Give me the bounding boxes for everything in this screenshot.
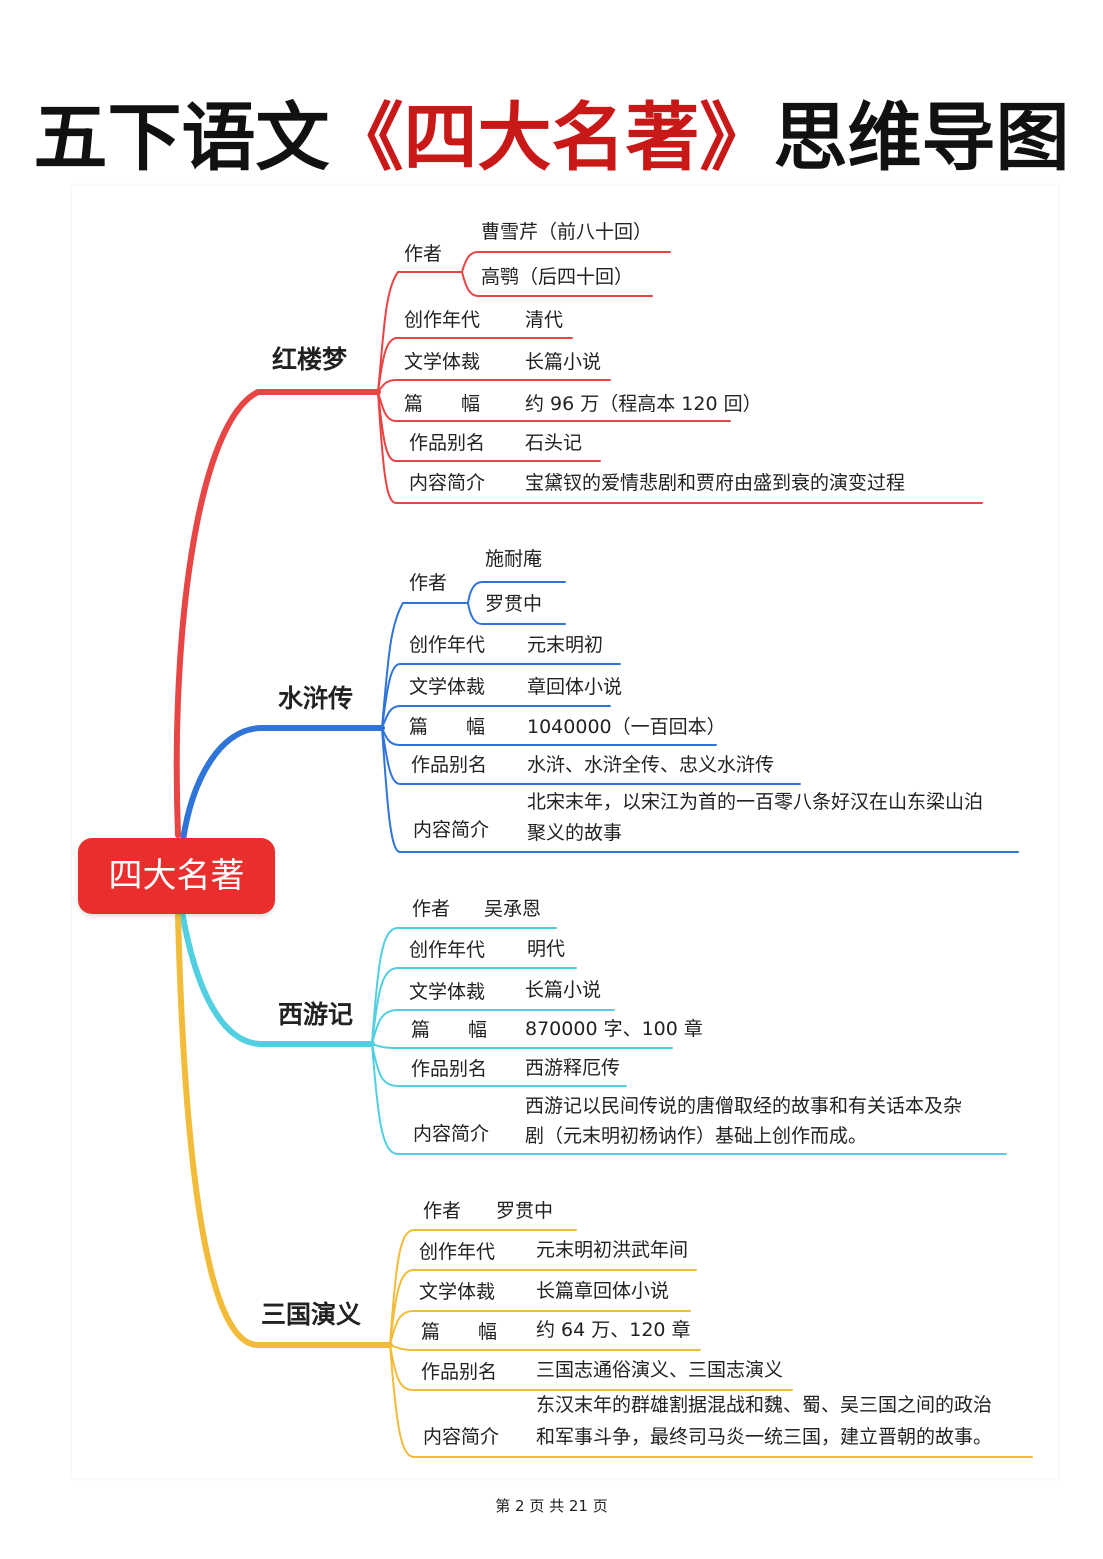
row-value-line: 和军事斗争，最终司马炎一统三国，建立晋朝的故事。 (536, 1426, 993, 1448)
connector-row (371, 1043, 673, 1049)
connector-row (377, 391, 983, 504)
row-label: 篇 幅 (411, 1019, 488, 1041)
connector-row (371, 1009, 615, 1045)
row-value: 870000 字、100 章 (525, 1018, 703, 1040)
title-prefix: 五下语文 (33, 95, 330, 181)
connector-row (381, 663, 621, 729)
branch-lines-sanguo (175, 912, 1033, 1458)
branch-lines-xiyouji (179, 909, 1007, 1155)
row-value: 宝黛钗的爱情悲剧和贾府由盛到衰的演变过程 (525, 472, 906, 494)
row-label: 文学体裁 (404, 351, 481, 373)
author-name: 罗贯中 (485, 593, 543, 615)
row-value-line: 聚义的故事 (527, 822, 623, 844)
connector-row (371, 1043, 627, 1087)
row-label: 作品别名 (411, 754, 488, 776)
row-label: 文学体裁 (419, 1281, 496, 1303)
row-value: 西游释厄传 (525, 1057, 621, 1079)
row-value: 元末明初 (527, 634, 604, 656)
row-value: 约 96 万（程高本 120 回） (525, 393, 762, 415)
connector-row (389, 1310, 691, 1346)
connector-row (389, 1344, 793, 1391)
row-value-line: 北宋末年，以宋江为首的一百零八条好汉在山东梁山泊 (527, 791, 984, 813)
row-label: 创作年代 (409, 634, 486, 656)
page-title: 五下语文《四大名著》思维导图 (0, 78, 1103, 185)
connector-row (377, 379, 611, 393)
connector-author-1 (461, 251, 671, 273)
connector-row (381, 705, 611, 729)
connector-author-1 (467, 581, 566, 604)
author-label: 作者 (409, 572, 448, 594)
author-label: 作者 (404, 243, 443, 265)
root-node: 四大名著 (78, 838, 275, 914)
row-label: 篇 幅 (421, 1321, 498, 1343)
author-name: 吴承恩 (484, 898, 542, 920)
trunk-shuihu (180, 725, 385, 843)
row-label: 篇 幅 (409, 716, 486, 738)
row-label: 作品别名 (421, 1361, 498, 1383)
row-value-line: 西游记以民间传说的唐僧取经的故事和有关话本及杂 (525, 1095, 963, 1117)
row-value: 长篇章回体小说 (536, 1280, 670, 1302)
row-label: 内容简介 (423, 1426, 500, 1448)
mindmap-panel (72, 186, 1058, 1478)
row-label: 文学体裁 (409, 676, 486, 698)
connector-row (377, 337, 573, 393)
connector-author-2 (467, 602, 566, 625)
row-label: 文学体裁 (409, 981, 486, 1003)
row-label: 内容简介 (413, 1123, 490, 1145)
book-title-shuihu: 水浒传 (278, 684, 354, 713)
row-label: 篇 幅 (404, 393, 481, 415)
row-value: 长篇小说 (525, 979, 602, 1001)
row-value: 章回体小说 (527, 676, 623, 698)
page-footer: 第 2 页 共 21 页 (495, 1497, 608, 1515)
connector-row (371, 1043, 1007, 1155)
row-value: 长篇小说 (525, 351, 602, 373)
trunk-hongloumeng (173, 389, 381, 838)
author-label: 作者 (412, 898, 451, 920)
row-value: 石头记 (525, 432, 583, 454)
author-label: 作者 (423, 1200, 462, 1222)
row-value: 约 64 万、120 章 (536, 1319, 691, 1341)
row-label: 内容简介 (413, 819, 490, 841)
row-value-line: 剧（元末明初杨讷作）基础上创作而成。 (525, 1125, 868, 1147)
connector-authors (377, 271, 399, 393)
author-name: 高鹗（后四十回） (481, 266, 634, 288)
row-label: 内容简介 (409, 472, 486, 494)
book-title-hongloumeng: 红楼梦 (272, 345, 348, 374)
row-value: 水浒、水浒全传、忠义水浒传 (527, 754, 775, 776)
connector-row (381, 727, 1019, 853)
author-name: 曹雪芹（前八十回） (481, 221, 653, 243)
book-title-sanguo: 三国演义 (261, 1300, 362, 1329)
row-label: 作品别名 (409, 432, 486, 454)
title-suffix: 思维导图 (773, 95, 1070, 181)
row-value-line: 东汉末年的群雄割据混战和魏、蜀、吴三国之间的政治 (536, 1394, 993, 1416)
connector-row (389, 1229, 577, 1346)
title-highlight: 《四大名著》 (329, 95, 774, 181)
connector-row (371, 927, 557, 1045)
connector-author-2 (461, 271, 653, 297)
branch-lines-hongloumeng (173, 251, 983, 838)
author-name: 施耐庵 (485, 548, 543, 570)
row-label: 创作年代 (409, 939, 486, 961)
book-title-xiyouji: 西游记 (278, 1000, 354, 1029)
row-value: 元末明初洪武年间 (536, 1239, 689, 1261)
connector-row (371, 967, 577, 1045)
row-value: 清代 (525, 309, 564, 331)
connector-row (389, 1269, 697, 1346)
row-label: 作品别名 (411, 1058, 488, 1080)
connector-row (389, 1344, 701, 1351)
row-label: 创作年代 (404, 309, 481, 331)
connector-row (389, 1344, 1033, 1458)
connector-authors (381, 602, 404, 729)
row-value: 三国志通俗演义、三国志演义 (536, 1359, 784, 1381)
trunk-xiyouji (179, 909, 375, 1047)
row-value: 1040000（一百回本） (527, 716, 726, 738)
row-value: 明代 (527, 938, 566, 960)
author-name: 罗贯中 (496, 1200, 554, 1222)
trunk-sanguo (175, 912, 393, 1348)
row-label: 创作年代 (419, 1241, 496, 1263)
branch-lines-shuihu (180, 581, 1019, 853)
